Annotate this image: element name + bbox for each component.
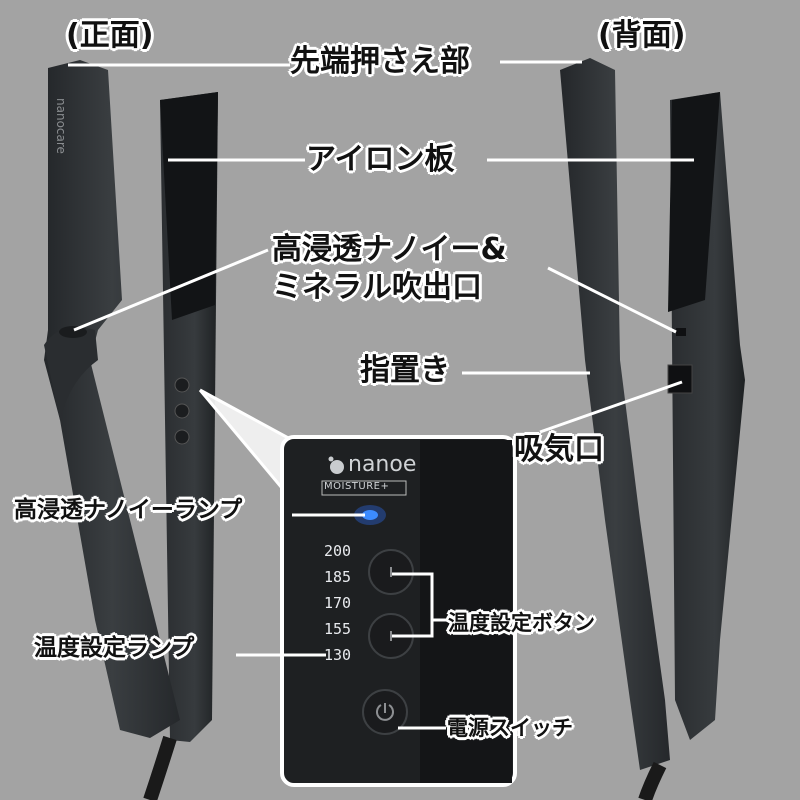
label-nanoe-outlet-line1: 高浸透ナノイー& (272, 232, 507, 267)
front-small-button-3 (174, 429, 190, 445)
back-nanoe-outlet (676, 328, 686, 336)
front-brand-text: nanocare (54, 98, 68, 154)
back-iron (560, 58, 745, 800)
nanoe-logo-icon (330, 460, 344, 474)
leader-outlet-left (73, 248, 269, 332)
label-temp-button: 温度設定ボタン (448, 611, 595, 635)
panel-brand-text: nanoe (348, 452, 417, 477)
label-tip-press: 先端押さえ部 (290, 44, 470, 79)
leader-lines (68, 60, 694, 730)
label-temp-lamp: 温度設定ランプ (34, 635, 195, 661)
inset-strip (420, 440, 512, 783)
back-iron-plate (668, 92, 720, 312)
power-icon (376, 703, 394, 721)
nanoe-logo-dot-icon (328, 456, 334, 462)
zoom-wedge-lines (198, 388, 294, 501)
front-cord (143, 735, 177, 800)
leader-intake (539, 380, 683, 434)
label-air-intake: 吸気口 (514, 432, 604, 467)
back-air-intake (667, 364, 693, 394)
front-iron-plate (160, 92, 218, 320)
label-iron-plate: アイロン板 (306, 142, 455, 177)
label-back-view: (背面) (598, 18, 686, 53)
temp-button-bracket (392, 572, 434, 638)
temperature-label: 155 (324, 620, 352, 638)
temperature-label: 170 (324, 594, 352, 612)
front-finger-rest (44, 327, 98, 420)
temperature-label: 200 (324, 542, 352, 560)
temperature-scale: 200 185 170 155 130 (324, 538, 364, 668)
back-cord (638, 761, 667, 800)
back-main-arm (560, 58, 670, 770)
nanoe-led (362, 510, 378, 520)
front-small-button-2 (174, 403, 190, 419)
leader-outlet-right (547, 266, 677, 334)
label-nanoe-lamp: 高浸透ナノイーランプ (14, 497, 243, 523)
front-iron: nanocare (44, 60, 218, 800)
moisture-badge-frame (321, 480, 407, 496)
front-small-button-1 (174, 377, 190, 393)
label-front-view: (正面) (66, 18, 154, 53)
temperature-label: 185 (324, 568, 352, 586)
label-nanoe-outlet-line2: ミネラル吹出口 (272, 270, 482, 305)
front-main-arm (44, 60, 180, 738)
label-power-switch: 電源スイッチ (447, 716, 573, 740)
inset-panel (280, 435, 517, 787)
label-finger-rest: 指置き (360, 353, 450, 388)
temperature-label: 130 (324, 646, 352, 664)
panel-moisture-badge: MOISTURE+ (324, 481, 390, 492)
